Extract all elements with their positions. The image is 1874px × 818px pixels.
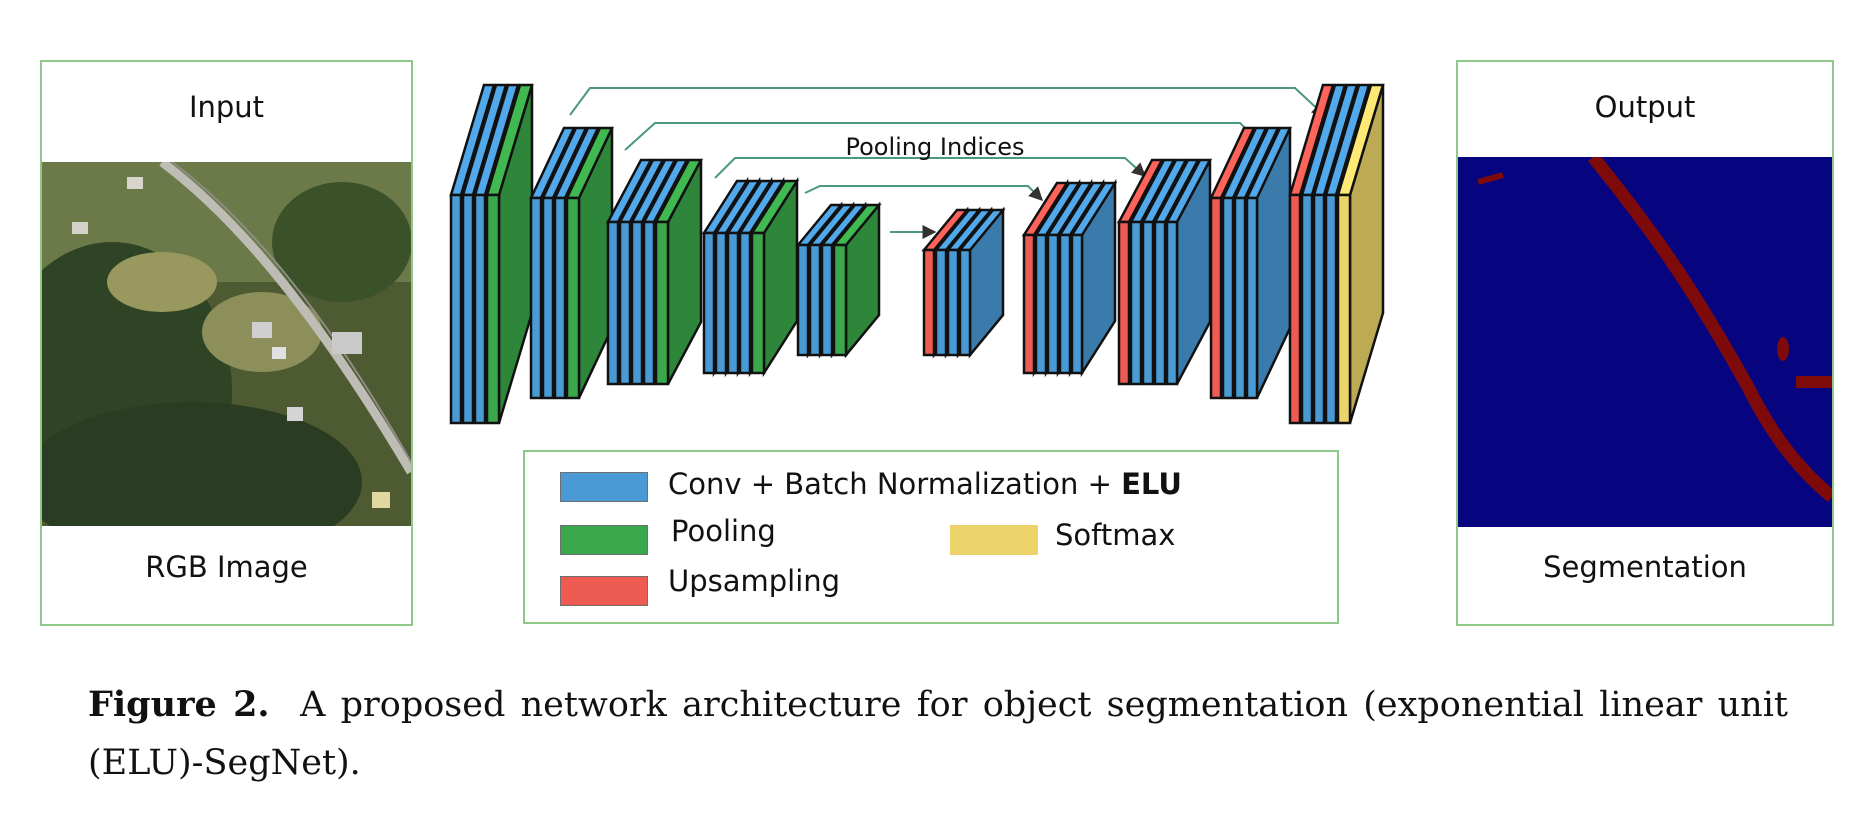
decoder-block-2-slab-5: [1069, 178, 1118, 378]
figure-label: Figure 2.: [88, 684, 270, 725]
encoder-block-4-slab-5: [749, 176, 800, 378]
decoder-block-5-slab-5: [1336, 83, 1385, 425]
decoder-block-3-slab-5: [1164, 158, 1213, 386]
input-caption: RGB Image: [145, 550, 308, 584]
pooling-index-arrow-3: [714, 157, 1147, 179]
legend-label-pooling: Pooling: [671, 514, 776, 548]
input-title: Input: [188, 90, 265, 124]
legend-label-upsampling: Upsampling: [668, 564, 841, 598]
output-title: Output: [1594, 90, 1696, 124]
encoder-block-2-slab-4: [565, 126, 614, 400]
legend-label-conv: Conv + Batch Normalization + ELU: [668, 467, 1182, 501]
figure-caption: Figure 2. A proposed network architectur…: [88, 676, 1788, 792]
legend-swatch-pooling: [560, 525, 648, 555]
encoder-block-1-slab-4: [485, 83, 534, 425]
output-caption: Segmentation: [1543, 550, 1747, 584]
legend-swatch-upsampling: [560, 576, 648, 606]
legend-label-softmax: Softmax: [1055, 518, 1176, 552]
output-panel: Output Segmentation: [1456, 60, 1834, 626]
legend-swatch-softmax: [950, 525, 1038, 555]
legend-conv-text: Conv + Batch Normalization +: [668, 467, 1122, 501]
decoder-block-4-slab-4: [1245, 126, 1292, 400]
rgb-aerial-image: [42, 162, 411, 526]
encoder-decoder-blocks: [449, 83, 1385, 425]
input-panel: Input RGB Image: [40, 60, 413, 626]
pooling-index-arrow-4: [804, 185, 1043, 201]
legend-conv-bold: ELU: [1121, 467, 1182, 501]
figure-caption-text: A proposed network architecture for obje…: [88, 685, 1788, 783]
pooling-indices-label: Pooling Indices: [845, 133, 1024, 161]
encoder-block-3-slab-5: [653, 158, 704, 386]
decoder-block-1-slab-4: [957, 206, 1006, 359]
pooling-index-arrow-1: [569, 87, 1327, 117]
segmentation-map: [1458, 157, 1832, 527]
legend: Conv + Batch Normalization + ELU Pooling…: [523, 450, 1339, 624]
segmentation-road: [1587, 157, 1832, 502]
legend-swatch-conv: [560, 472, 648, 502]
encoder-block-5-slab-4: [831, 201, 882, 359]
